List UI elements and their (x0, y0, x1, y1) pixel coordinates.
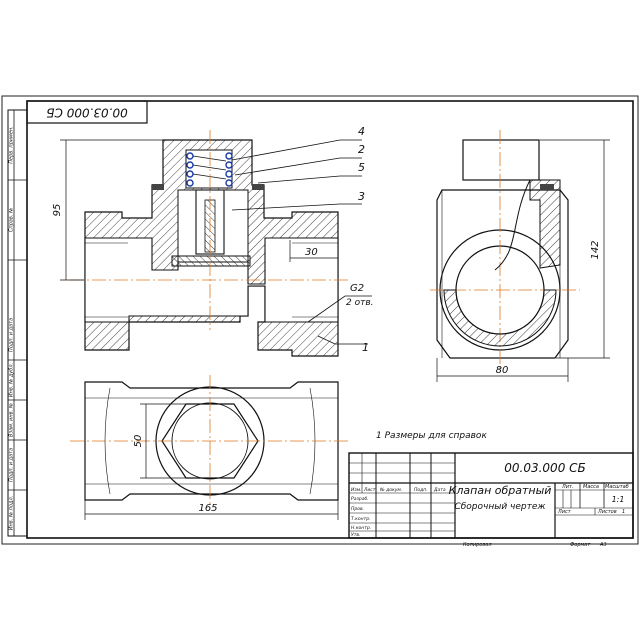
title-block (348, 452, 634, 539)
dim-hex-50: 50 (133, 435, 144, 448)
dim-thread-g2: G2 (350, 283, 364, 294)
dim-width-165: 165 (198, 503, 217, 514)
callout-4: 4 (358, 125, 365, 138)
dim-thread-count: 2 отв. (346, 298, 374, 308)
seal-left (152, 184, 164, 190)
col-header-date: Дата (433, 487, 446, 493)
row-label-utv: Утв. (351, 532, 360, 538)
side-label-5: Взам. инв. № (9, 403, 15, 437)
title-code: 00.03.000 СБ (504, 461, 586, 475)
col-header-doc: № докум. (379, 487, 402, 493)
side-label-6: Подп. и дата (9, 448, 15, 482)
sheets-label: Листов (597, 509, 617, 515)
seal-right (252, 184, 264, 190)
mass-label: Масса (583, 484, 599, 490)
note-reference: 1 Размеры для справок (376, 431, 487, 441)
row-label-prov: Пров. (351, 506, 364, 512)
scale-value: 1:1 (612, 495, 625, 504)
col-header-izm: Изм. (351, 487, 362, 493)
copied-label: Копировал (463, 542, 492, 548)
row-label-nkontr: Н.контр. (351, 525, 371, 531)
spring (186, 152, 233, 187)
side-label-7: Инв. № подл. (9, 496, 15, 531)
side-local-section (529, 179, 561, 269)
dim-width-80: 80 (496, 365, 509, 376)
lit-label: Лит. (561, 484, 574, 490)
left-side-strip: Перв. примен. Справ. № Подп. и дата Инв.… (7, 109, 28, 537)
dim-length-30: 30 (305, 247, 318, 258)
valve-disc (171, 255, 251, 267)
dim-height-95: 95 (52, 204, 63, 217)
outer-frame (1, 95, 639, 545)
scale-label: Масштаб (605, 484, 629, 490)
side-label-1: Перв. примен. (9, 126, 15, 164)
top-stamp-code: 00.03.000 СБ (46, 106, 128, 120)
col-header-list: Лист (363, 487, 376, 493)
title-name: Клапан обратный (449, 484, 552, 497)
title-subtitle: Сборочный чертеж (454, 502, 546, 512)
section-view (70, 130, 350, 357)
col-header-sign: Подп. (414, 487, 428, 493)
side-seal (540, 184, 554, 190)
callout-5: 5 (358, 161, 365, 174)
sheets-value: 1 (622, 509, 625, 515)
top-view (70, 375, 350, 520)
callout-1: 1 (362, 341, 369, 354)
row-label-razrab: Разраб. (351, 496, 369, 502)
sheet-label: Лист (557, 509, 572, 515)
row-label-tkontr: Т.контр. (351, 516, 371, 522)
side-pipe-section (443, 289, 557, 347)
callout-3: 3 (358, 190, 365, 203)
side-label-4: Инв. № дубл. (9, 363, 15, 397)
side-label-3: Подп. и дата (9, 318, 15, 352)
callout-2: 2 (358, 143, 365, 156)
format-label: Формат (570, 542, 591, 548)
dim-height-142: 142 (590, 240, 601, 259)
side-dimensions (436, 139, 610, 382)
callouts (231, 139, 372, 345)
format-value: А3 (599, 542, 607, 548)
side-break-line (494, 179, 531, 271)
section-dimensions (60, 139, 338, 281)
side-label-2: Справ. № (9, 208, 15, 232)
